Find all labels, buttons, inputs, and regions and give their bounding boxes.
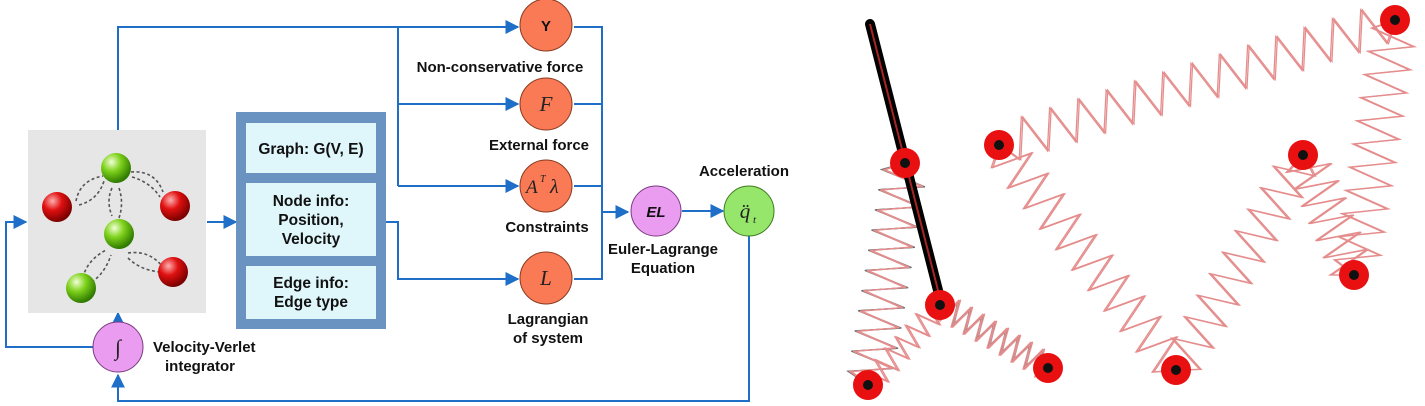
edge-info-line1: Edge info:	[273, 275, 349, 292]
node-euler-lagrange: EL Euler-Lagrange Equation	[608, 185, 718, 277]
particle-core	[935, 300, 945, 310]
node-external: F External force	[489, 77, 589, 154]
node-lagrangian: L Lagrangian of system	[508, 251, 589, 347]
acceleration-subscript: t	[753, 214, 757, 226]
spring-coil	[939, 299, 1049, 377]
node-info-line2: Position,	[278, 212, 343, 229]
graph-box: Graph: G(V, E) Node info: Position, Velo…	[236, 112, 386, 329]
graph-label: Graph: G(V, E)	[258, 141, 363, 158]
acceleration-symbol: q̈	[740, 199, 751, 223]
external-symbol: F	[539, 92, 553, 116]
euler-lagrange-symbol: EL	[646, 204, 665, 221]
spring-coil	[940, 299, 1050, 377]
node-constraints: A T λ Constraints	[505, 159, 589, 236]
line-integrator-loop	[5, 215, 93, 348]
node-acceleration: q̈ t Acceleration	[699, 163, 789, 237]
particle-core	[1349, 270, 1359, 280]
spring-coil	[1169, 154, 1316, 371]
constraints-symbol-lambda: λ	[549, 176, 559, 198]
spring-coil	[1286, 154, 1369, 276]
spring-coil	[863, 301, 941, 386]
acceleration-label: Acceleration	[699, 163, 789, 180]
line-feedback	[111, 236, 750, 402]
external-label: External force	[489, 137, 589, 154]
line-y-out	[574, 26, 603, 280]
constraints-symbol-a: A	[524, 177, 538, 198]
particle-red	[158, 257, 188, 287]
constraints-superscript: T	[540, 174, 547, 185]
node-info-line1: Node info:	[273, 193, 350, 210]
lagrangian-label-line2: of system	[513, 330, 583, 347]
spring-chain-icon	[984, 5, 1418, 385]
particle-green	[104, 219, 134, 249]
nonconservative-label: Non-conservative force	[417, 59, 584, 76]
node-integrator: ∫ Velocity-Verlet integrator	[92, 321, 256, 375]
spring-coil	[998, 8, 1396, 161]
spring-coil	[991, 144, 1179, 373]
particle-system-icon	[28, 130, 206, 313]
node-nonconservative: Y Non-conservative force	[417, 0, 584, 76]
spring-coil	[938, 299, 1049, 379]
pendulum-spring-system-icon	[846, 19, 1063, 400]
particle-green	[101, 153, 131, 183]
lagrangian-label-line1: Lagrangian	[508, 311, 589, 328]
particle-core	[1171, 365, 1181, 375]
spring-coil	[864, 301, 942, 386]
spring-coil	[1000, 8, 1398, 161]
constraints-label: Constraints	[505, 219, 588, 236]
euler-lagrange-label-line1: Euler-Lagrange	[608, 241, 718, 258]
spring-coil	[1333, 19, 1418, 276]
integrator-symbol: ∫	[113, 335, 123, 361]
euler-lagrange-label-line2: Equation	[631, 260, 695, 277]
edge-info-line2: Edge type	[274, 294, 348, 311]
lagrangian-symbol: L	[539, 266, 552, 290]
integrator-label-line2: integrator	[165, 358, 235, 375]
nonconservative-symbol: Y	[541, 18, 551, 35]
spring-coil	[939, 299, 1050, 379]
particle-core	[863, 380, 873, 390]
particle-core	[994, 140, 1004, 150]
connector-lines	[5, 20, 750, 402]
particle-core	[1390, 15, 1400, 25]
particle-red	[160, 191, 190, 221]
particle-core	[900, 158, 910, 168]
particle-core	[1298, 150, 1308, 160]
particle-red	[42, 192, 72, 222]
node-info-line3: Velocity	[282, 231, 341, 248]
spring-coil	[1171, 154, 1317, 371]
spring-coil	[1332, 19, 1416, 276]
integrator-label-line1: Velocity-Verlet	[153, 339, 256, 356]
line-panel-to-y	[117, 20, 520, 130]
line-graph-to-l	[385, 221, 520, 286]
particle-core	[1043, 363, 1053, 373]
spring-coil	[849, 162, 924, 386]
particle-green	[66, 273, 96, 303]
